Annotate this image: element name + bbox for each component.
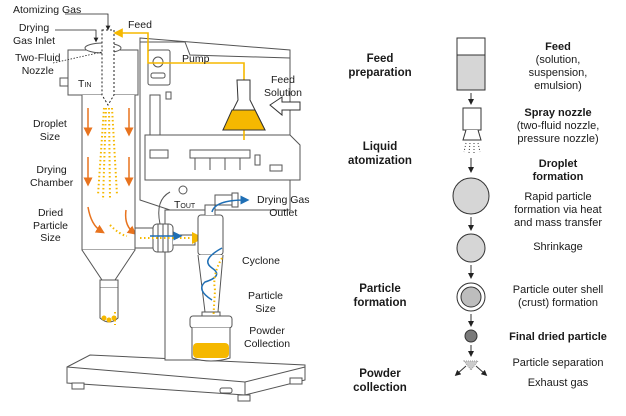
step-particle-separation: Particle separation bbox=[512, 357, 604, 369]
drying-chamber bbox=[59, 42, 139, 323]
step-rapid-particle-formation: Rapid particle formation via heat and ma… bbox=[513, 191, 603, 229]
label-drying-chamber: Drying Chamber bbox=[30, 164, 74, 189]
pump-rotor bbox=[152, 56, 164, 68]
base-platform bbox=[66, 354, 306, 402]
display-panel bbox=[269, 164, 283, 172]
t-out-sensor bbox=[178, 185, 188, 195]
label-drying-gas-outlet: Drying Gas Outlet bbox=[257, 194, 310, 219]
label-dried-particle-size: Dried Particle Size bbox=[33, 207, 69, 244]
stage-liquid-atomization: Liquid atomization bbox=[348, 141, 412, 167]
label-t-out: TOUT bbox=[174, 199, 196, 211]
label-atomizing-gas: Atomizing Gas bbox=[13, 4, 82, 16]
spray-nozzle-shape bbox=[462, 107, 482, 131]
stage-particle-formation: Particle formation bbox=[353, 283, 407, 309]
base-button bbox=[219, 387, 233, 394]
pump-body bbox=[147, 49, 171, 86]
label-pump: Pump bbox=[182, 53, 210, 65]
label-powder-collection: Powder Collection bbox=[244, 325, 291, 350]
step-final-dried-particle: Final dried particle bbox=[509, 331, 607, 343]
label-particle-size: Particle Size bbox=[248, 290, 284, 315]
final-particle-circle bbox=[464, 329, 478, 343]
cyclone-vortex bbox=[201, 247, 223, 301]
droplet-circle bbox=[452, 177, 490, 215]
spray-droplets bbox=[97, 107, 128, 325]
step-droplet-formation: Droplet formation bbox=[532, 158, 584, 183]
stage-powder-collection: Powder collection bbox=[353, 368, 407, 394]
label-feed: Feed bbox=[128, 19, 152, 31]
feed-flask bbox=[222, 79, 266, 131]
label-feed-solution: Feed Solution bbox=[264, 74, 302, 99]
step-exhaust-gas: Exhaust gas bbox=[527, 377, 589, 389]
step-spray-nozzle: Spray nozzle(two-fluid nozzle, pressure … bbox=[516, 107, 600, 145]
step-shrinkage: Shrinkage bbox=[533, 241, 583, 253]
collected-powder bbox=[193, 343, 229, 358]
feed-solution-arrow bbox=[269, 96, 301, 117]
stage-feed-preparation: Feed preparation bbox=[348, 53, 412, 79]
step-crust-formation: Particle outer shell (crust) formation bbox=[512, 284, 604, 309]
shrinkage-circle bbox=[456, 233, 486, 263]
instrument-housing bbox=[139, 37, 301, 361]
label-cyclone: Cyclone bbox=[242, 255, 280, 267]
separation-funnel bbox=[462, 360, 480, 371]
crust-inner-circle bbox=[460, 286, 482, 308]
label-t-in: TIN bbox=[78, 78, 92, 90]
two-fluid-nozzle bbox=[101, 29, 115, 106]
collected-powder-chamber bbox=[101, 315, 117, 323]
label-droplet-size: Droplet Size bbox=[33, 118, 67, 143]
flow-arrows bbox=[83, 108, 137, 235]
process-flowchart bbox=[452, 37, 490, 376]
gas-outlet-arrow bbox=[211, 195, 250, 213]
step-feed: Feed(solution, suspension, emulsion) bbox=[528, 41, 588, 92]
label-drying-gas-inlet: Drying Gas Inlet bbox=[13, 22, 56, 47]
label-two-fluid-nozzle: Two-Fluid Nozzle bbox=[15, 52, 61, 77]
